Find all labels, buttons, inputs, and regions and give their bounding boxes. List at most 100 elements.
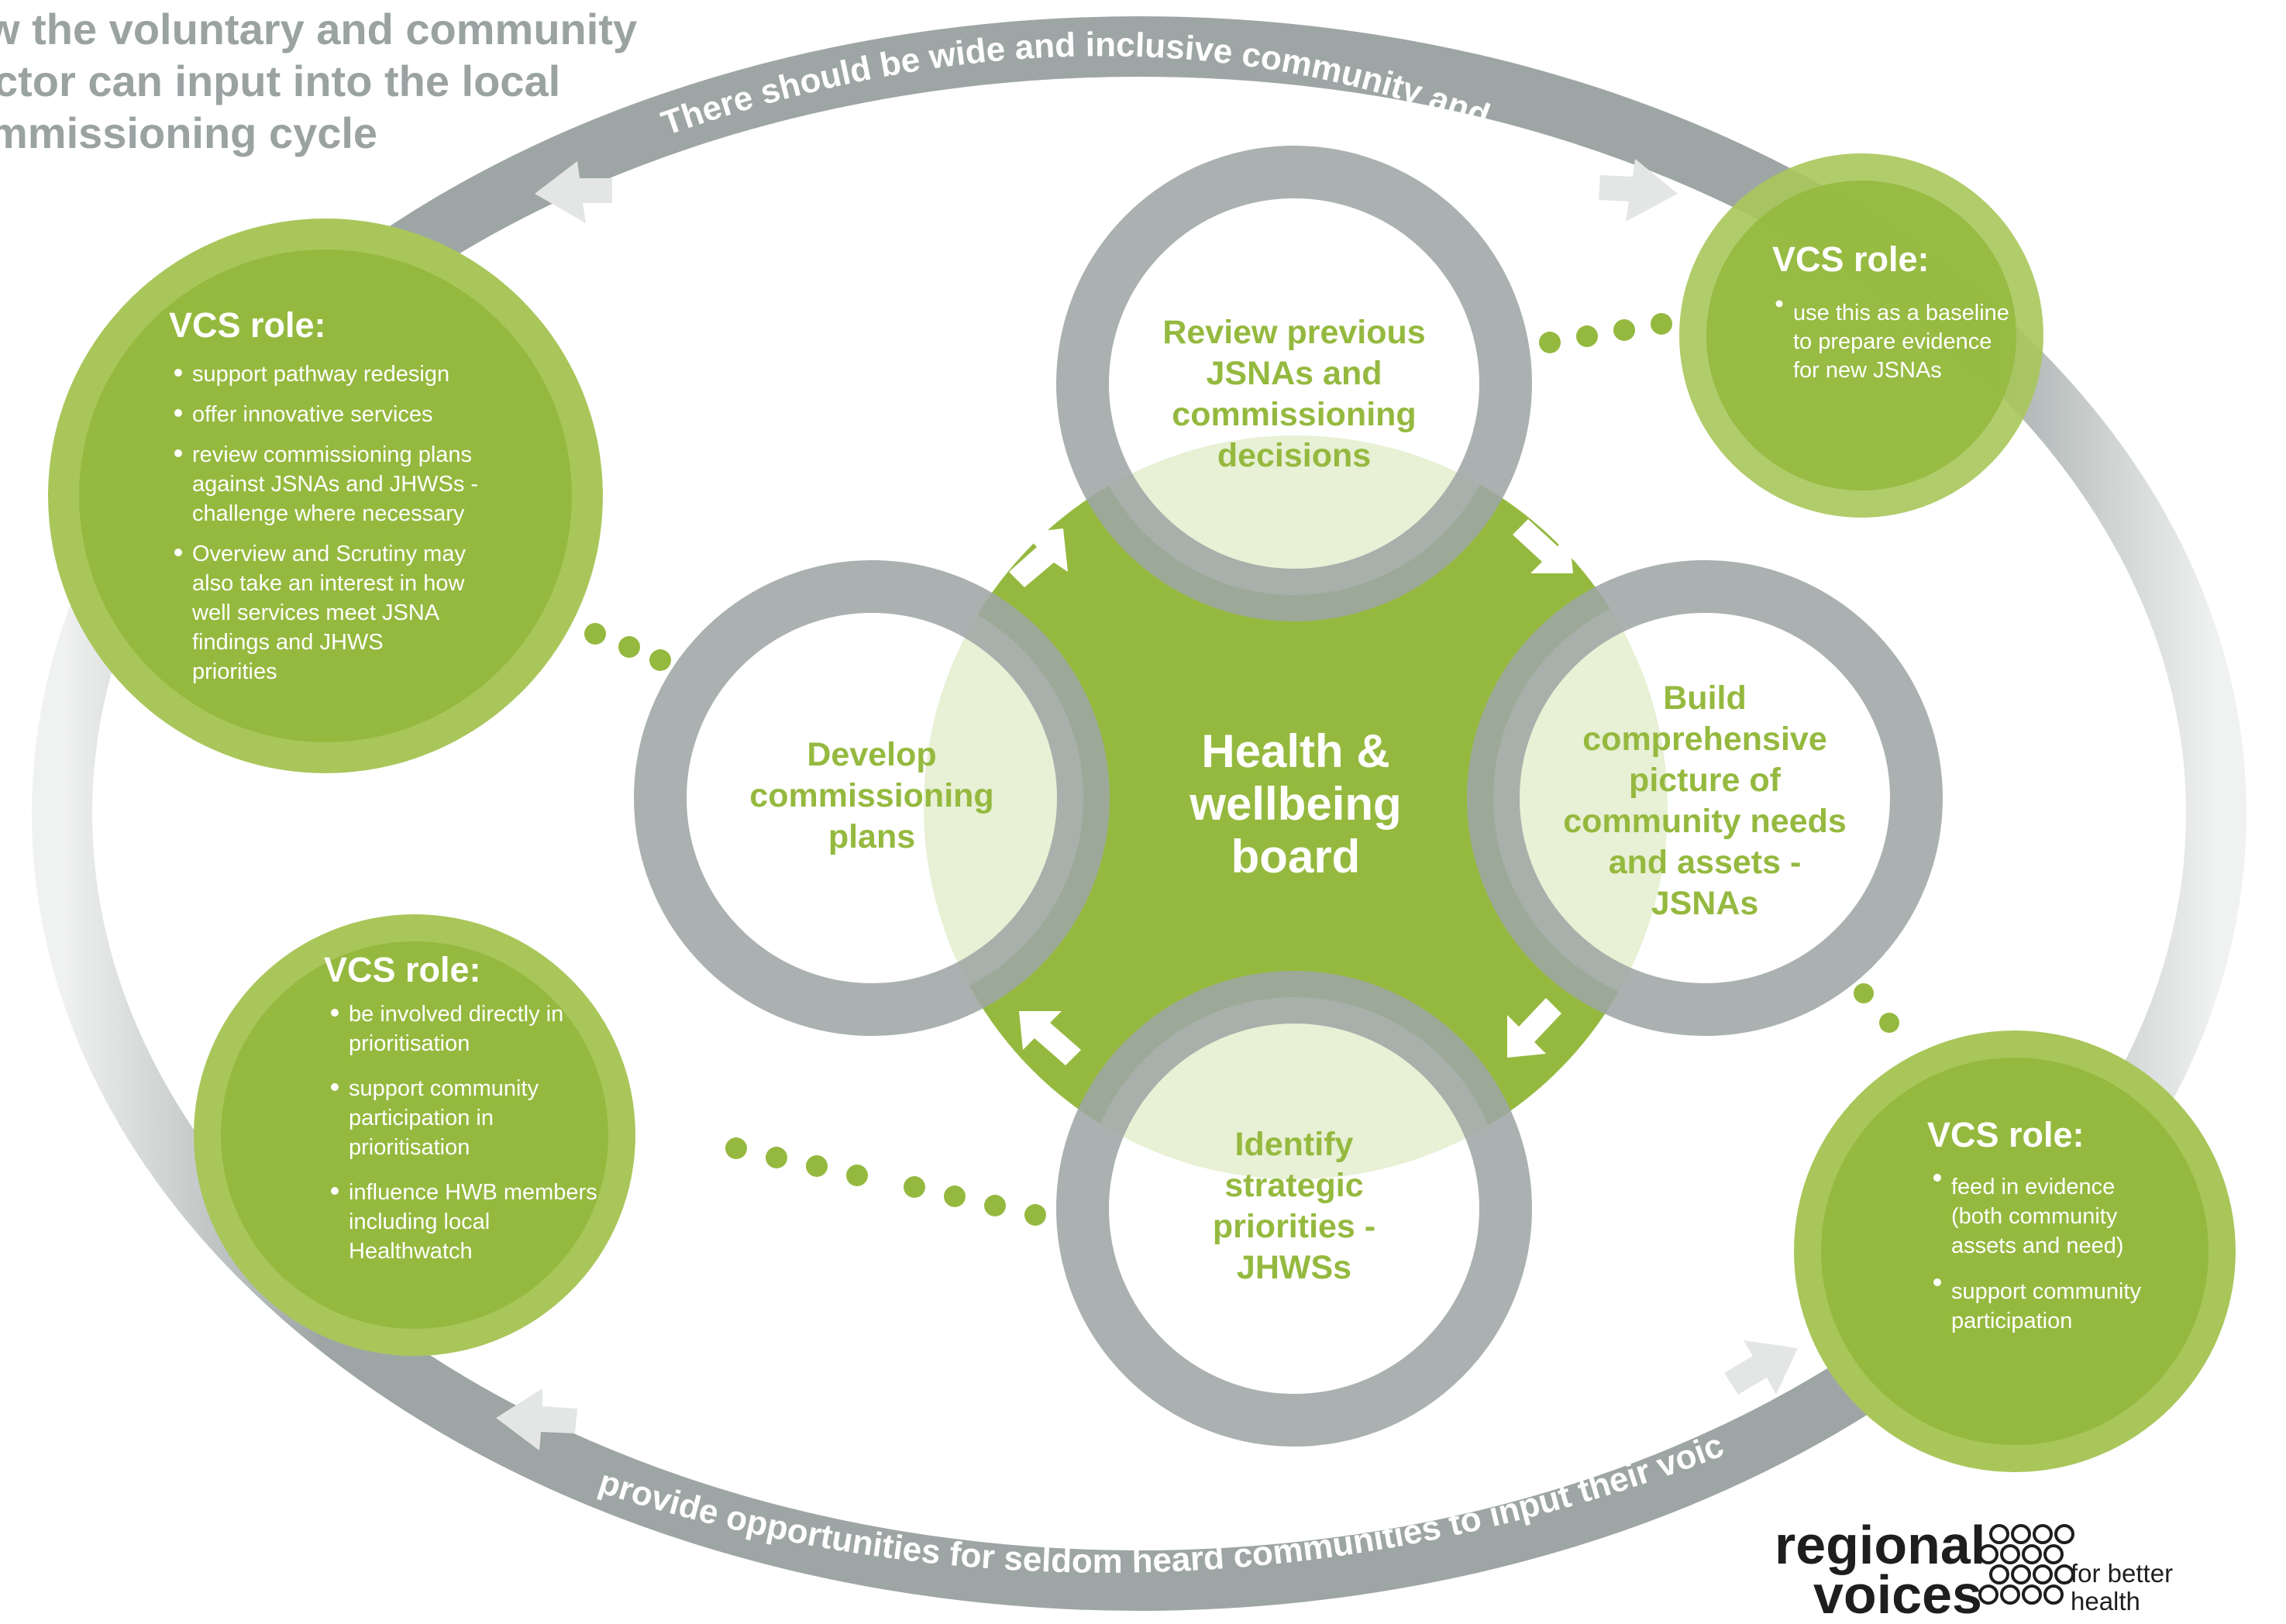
health-wellbeing-board-label: Health & wellbeing board (1189, 725, 1401, 883)
ring-arrow-bottom-left (496, 1388, 577, 1450)
vcs-role-circle-top-right (1679, 153, 2043, 518)
vcs-role-bottom-left-text: VCS role: be involved directly in priori… (324, 950, 597, 1264)
step-label-build: Build comprehensive picture of community… (1563, 680, 1847, 922)
svg-text:challenge where necessary: challenge where necessary (192, 501, 465, 526)
connector-dots-bottom-left (725, 1137, 1046, 1226)
svg-text:Health &: Health & (1201, 725, 1389, 777)
svg-text:JSNAs: JSNAs (1651, 885, 1759, 922)
list-item: offer innovative services (174, 402, 433, 427)
svg-text:support pathway redesign: support pathway redesign (192, 362, 449, 387)
svg-text:to prepare evidence: to prepare evidence (1793, 329, 1992, 354)
list-item: support community participation (1933, 1278, 2141, 1333)
vcs-role-bottom-right-text: VCS role: feed in evidence (both communi… (1927, 1115, 2141, 1333)
vcs-role-circle-top-left (48, 218, 603, 773)
svg-text:commissioning: commissioning (1172, 396, 1416, 433)
svg-text:priorities -: priorities - (1213, 1208, 1375, 1245)
svg-text:commissioning: commissioning (749, 777, 993, 814)
svg-text:participation: participation (1951, 1309, 2072, 1333)
svg-text:Build: Build (1663, 680, 1746, 717)
svg-text:feed in evidence: feed in evidence (1951, 1175, 2115, 1199)
step-label-review: Review previous JSNAs and commissioning … (1162, 314, 1425, 474)
cycle-arrow-to-identify (1507, 998, 1561, 1058)
svg-text:priorities: priorities (192, 659, 277, 684)
svg-text:participation in: participation in (349, 1106, 494, 1130)
svg-text:mmissioning cycle: mmissioning cycle (0, 108, 377, 157)
page-title: w the voluntary and community ctor can i… (0, 5, 637, 157)
svg-text:(both community: (both community (1951, 1204, 2118, 1229)
svg-text:well services meet JSNA: well services meet JSNA (191, 600, 440, 625)
svg-text:review commissioning plans: review commissioning plans (192, 442, 472, 467)
outer-cycle-ring (32, 16, 2246, 1611)
svg-text:also take an interest in how: also take an interest in how (192, 571, 465, 596)
step-ring-build (1467, 560, 1943, 1036)
svg-text:and assets -: and assets - (1609, 844, 1802, 881)
vcs-role-circle-bottom-left (194, 914, 635, 1356)
svg-text:be involved directly in: be involved directly in (349, 1002, 563, 1027)
cycle-arrow-to-build (1513, 519, 1573, 573)
ring-arrow-top-right (1599, 159, 1678, 222)
svg-text:ctor can input into the local: ctor can input into the local (0, 57, 560, 105)
list-item: support community participation in prior… (331, 1076, 539, 1160)
svg-text:wellbeing: wellbeing (1189, 778, 1401, 830)
svg-text:VCS role:: VCS role: (1772, 239, 1930, 279)
list-item: Overview and Scrutiny may also take an i… (174, 542, 466, 684)
step-ring-review (1056, 146, 1532, 621)
svg-text:picture of: picture of (1629, 762, 1782, 799)
health-wellbeing-board-disc (924, 435, 1668, 1179)
step-ring-develop (634, 560, 1110, 1036)
cycle-arrow-to-review (1009, 528, 1068, 587)
vcs-role-circle-bottom-right (1794, 1030, 2236, 1472)
svg-text:Develop: Develop (807, 736, 936, 773)
connector-dots-bottom-right (1854, 983, 1899, 1033)
svg-text:support community: support community (1951, 1279, 2141, 1304)
svg-text:for better: for better (2071, 1559, 2173, 1588)
list-item: use this as a baseline to prepare eviden… (1775, 300, 2009, 383)
connector-dots-top-left (584, 623, 671, 671)
svg-text:plans: plans (828, 818, 915, 855)
svg-text:prioritisation: prioritisation (349, 1031, 470, 1056)
svg-text:influence HWB members: influence HWB members (349, 1180, 597, 1205)
svg-text:against JSNAs and JHWSs -: against JSNAs and JHWSs - (192, 472, 478, 497)
regional-voices-logo: regional voices for better health (1775, 1515, 2173, 1624)
svg-text:including local: including local (349, 1209, 490, 1234)
svg-text:strategic: strategic (1224, 1167, 1363, 1204)
svg-text:w the voluntary and community: w the voluntary and community (0, 5, 637, 53)
svg-text:board: board (1231, 831, 1361, 883)
step-label-develop: Develop commissioning plans (749, 736, 993, 855)
list-item: be involved directly in prioritisation (331, 1002, 563, 1056)
vcs-role-top-left-text: VCS role: support pathway redesign offer… (169, 305, 478, 684)
list-item: influence HWB members including local He… (331, 1180, 597, 1264)
svg-text:regional: regional (1775, 1515, 1985, 1575)
svg-text:prioritisation: prioritisation (349, 1135, 470, 1160)
svg-text:use this as a baseline: use this as a baseline (1793, 301, 2009, 325)
cycle-arrow-to-develop (1019, 1011, 1081, 1065)
svg-text:VCS role:: VCS role: (324, 950, 481, 989)
svg-text:assets and need): assets and need) (1951, 1233, 2123, 1258)
svg-text:JSNAs and: JSNAs and (1206, 355, 1382, 392)
svg-text:comprehensive: comprehensive (1582, 721, 1826, 758)
svg-text:health: health (2071, 1587, 2140, 1615)
svg-text:voices: voices (1813, 1564, 1982, 1624)
svg-text:Review previous: Review previous (1162, 314, 1425, 351)
svg-text:Healthwatch: Healthwatch (349, 1239, 473, 1264)
list-item: review commissioning plans against JSNAs… (174, 442, 478, 526)
ring-arrow-top-left (535, 161, 612, 223)
svg-text:Identify: Identify (1235, 1126, 1354, 1163)
ring-arrow-bottom-right (1724, 1340, 1798, 1395)
svg-text:offer innovative services: offer innovative services (192, 402, 433, 427)
step-ring-identify (1056, 971, 1532, 1447)
svg-text:JHWSs: JHWSs (1237, 1249, 1351, 1286)
svg-text:VCS role:: VCS role: (169, 305, 326, 345)
step-label-identify: Identify strategic priorities - JHWSs (1213, 1126, 1375, 1286)
network-icon (1978, 1524, 2074, 1605)
svg-text:findings and JHWS: findings and JHWS (192, 630, 384, 655)
svg-text:Overview and Scrutiny may: Overview and Scrutiny may (192, 542, 466, 566)
list-item: support pathway redesign (174, 362, 449, 387)
svg-text:community needs: community needs (1563, 803, 1847, 840)
list-item: feed in evidence (both community assets … (1933, 1174, 2123, 1258)
vcs-role-top-right-text: VCS role: use this as a baseline to prep… (1772, 239, 2009, 383)
connector-dots-top-right (1539, 313, 1672, 353)
svg-text:for new JSNAs: for new JSNAs (1793, 358, 1942, 383)
svg-text:decisions: decisions (1217, 437, 1371, 474)
